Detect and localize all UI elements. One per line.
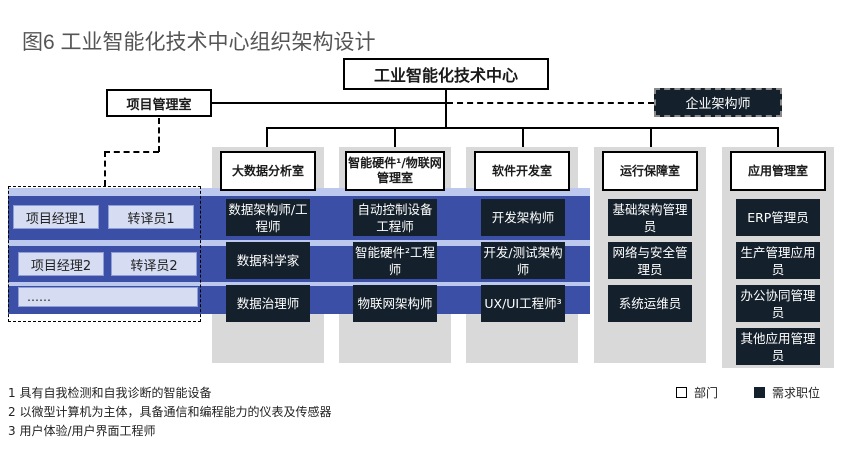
role-system-ops: 系统运维员: [608, 285, 692, 322]
dept-drop-5: [777, 127, 779, 149]
project-office-box: 项目管理室: [106, 89, 212, 117]
project-band-top-strip: [8, 188, 590, 196]
role-automation-engineer: 自动控制设备工程师: [353, 199, 437, 236]
dept-drop-1: [266, 127, 268, 149]
role-data-governance: 数据治理师: [226, 285, 310, 322]
dept-header-2: 智能硬件¹/物联网管理室: [345, 151, 445, 191]
role-office-collab-admin: 办公协同管理员: [736, 285, 820, 322]
project-manager-1: 项目经理1: [13, 205, 99, 229]
dept-drop-4: [650, 127, 652, 149]
role-dev-test-architect: 开发/测试架构师: [481, 242, 565, 279]
legend-role-swatch: [754, 387, 765, 398]
role-ux-ui-engineer: UX/UI工程师³: [481, 285, 565, 322]
role-dev-architect: 开发架构师: [481, 199, 565, 236]
footnote-3: 3 用户体验/用户界面工程师: [8, 424, 156, 438]
legend-role-label: 需求职位: [772, 386, 821, 400]
role-data-architect: 数据架构师/工程师: [226, 199, 310, 236]
project-band-gap-2: [8, 282, 590, 286]
project-team-frame: [8, 186, 201, 322]
role-iot-architect: 物联网架构师: [353, 285, 437, 322]
center-box: 工业智能化技术中心: [343, 58, 549, 90]
footnote-2: 2 以微型计算机为主体，具备通信和编程能力的仪表及传感器: [8, 405, 332, 419]
project-office-dashed-left: [104, 151, 159, 153]
footnote-1: 1 具有自我检测和自我诊断的智能设备: [8, 386, 212, 400]
dept-header-1: 大数据分析室: [220, 151, 316, 191]
dept-header-4: 运行保障室: [602, 151, 698, 191]
more-projects: ……: [18, 287, 198, 307]
legend-dept-swatch: [676, 387, 687, 398]
role-infrastructure-admin: 基础架构管理员: [608, 199, 692, 236]
project-office-dashed-down-2: [104, 151, 106, 186]
role-network-security-admin: 网络与安全管理员: [608, 242, 692, 279]
translator-2: 转译员2: [111, 252, 197, 276]
architect-dashed-connector: [447, 102, 654, 104]
translator-1: 转译员1: [108, 205, 194, 229]
dept-header-2-label: 智能硬件¹/物联网管理室: [348, 156, 442, 185]
project-manager-2: 项目经理2: [18, 252, 104, 276]
project-office-dashed-down: [158, 118, 160, 152]
enterprise-architect-box: 企业架构师: [654, 88, 782, 117]
legend-dept-label: 部门: [694, 386, 719, 400]
dept-drop-2: [394, 127, 396, 149]
role-production-app: 生产管理应用员: [736, 242, 820, 279]
project-office-connector: [212, 102, 445, 104]
role-other-app-admin: 其他应用管理员: [736, 328, 820, 365]
dept-header-5: 应用管理室: [730, 151, 826, 191]
center-trunk-line: [445, 90, 447, 128]
role-data-scientist: 数据科学家: [226, 242, 310, 279]
page-title: 图6 工业智能化技术中心组织架构设计: [22, 31, 376, 54]
dept-header-3: 软件开发室: [474, 151, 570, 191]
role-smart-hardware-engineer: 智能硬件²工程师: [353, 242, 437, 279]
role-erp-admin: ERP管理员: [736, 199, 820, 236]
dept-drop-3: [522, 127, 524, 149]
